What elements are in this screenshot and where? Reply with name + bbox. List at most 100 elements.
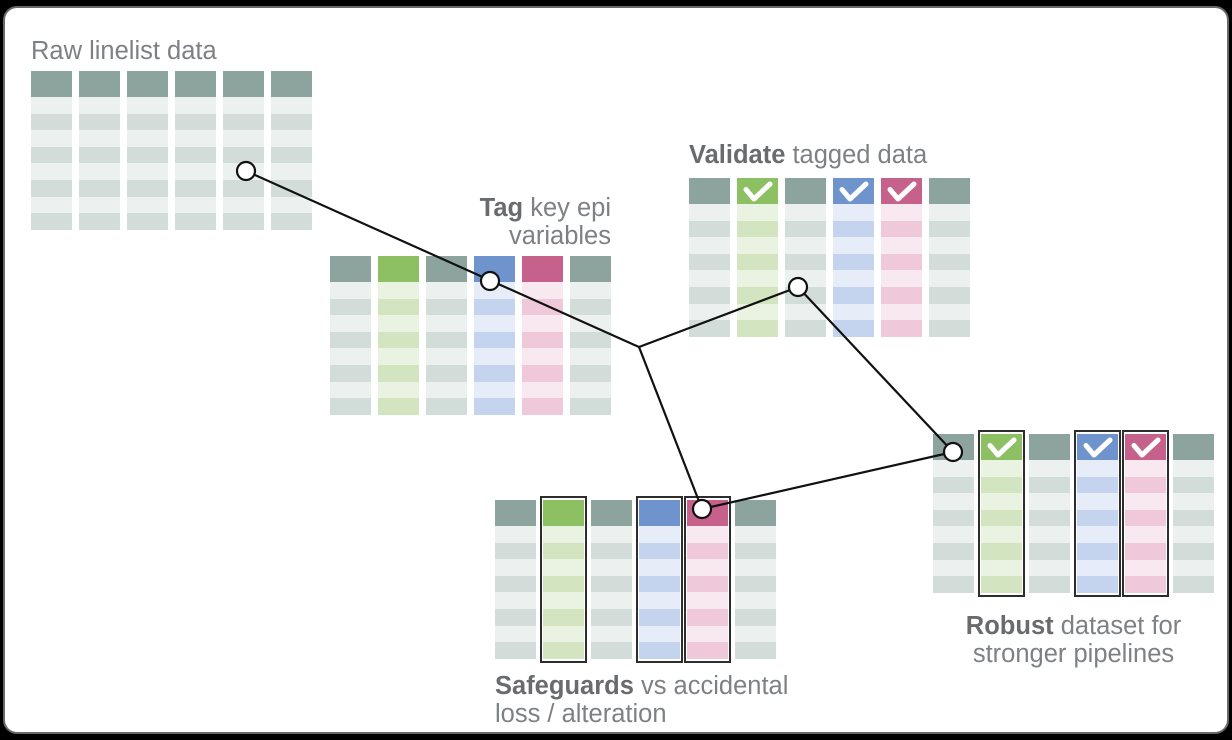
data-cell	[426, 381, 467, 399]
data-cell	[79, 163, 120, 180]
data-cell	[495, 575, 536, 593]
data-cell	[735, 575, 776, 593]
data-cell	[1029, 542, 1070, 560]
data-cell	[1173, 476, 1214, 494]
data-cell	[881, 237, 922, 254]
data-cell	[426, 398, 467, 415]
data-cell	[981, 542, 1022, 560]
column-highlight-box	[1074, 430, 1121, 597]
header-cell-grey	[785, 178, 826, 204]
data-cell	[127, 130, 168, 147]
data-cell	[1029, 559, 1070, 577]
column-grey	[330, 256, 371, 415]
header-cell-grey	[570, 256, 611, 282]
data-cell	[1029, 460, 1070, 477]
data-cell	[474, 381, 515, 399]
data-cell	[591, 642, 632, 659]
data-cell	[833, 253, 874, 271]
data-cell	[1173, 542, 1214, 560]
column-grey	[127, 71, 168, 230]
data-cell	[378, 298, 419, 316]
data-cell	[785, 320, 826, 337]
data-cell	[1077, 460, 1118, 477]
data-cell	[543, 575, 584, 593]
caption-keyword: Safeguards	[495, 672, 634, 700]
data-cell	[591, 542, 632, 560]
data-cell	[570, 315, 611, 332]
data-cell	[495, 559, 536, 576]
data-cell	[522, 315, 563, 332]
data-cell	[522, 398, 563, 415]
data-cell	[127, 113, 168, 131]
data-cell	[689, 237, 730, 254]
data-cell	[223, 146, 264, 164]
data-cell	[330, 282, 371, 299]
data-cell	[833, 286, 874, 304]
data-cell	[223, 196, 264, 214]
data-cell	[785, 303, 826, 321]
data-cell	[175, 130, 216, 147]
data-cell	[330, 381, 371, 399]
data-cell	[474, 282, 515, 299]
data-cell	[785, 270, 826, 287]
header-cell-grey	[127, 71, 168, 97]
data-cell	[426, 282, 467, 299]
header-cell-grey	[689, 178, 730, 204]
data-cell	[639, 608, 680, 626]
data-cell	[474, 315, 515, 332]
data-cell	[737, 204, 778, 221]
header-cell-green	[378, 256, 419, 282]
data-cell	[687, 625, 728, 643]
data-cell	[929, 253, 970, 271]
table-robust	[933, 430, 1214, 597]
data-cell	[570, 298, 611, 316]
column-pink	[881, 178, 922, 337]
caption-text: loss / alteration	[495, 700, 667, 728]
data-cell	[929, 303, 970, 321]
data-cell	[929, 204, 970, 221]
data-cell	[1125, 460, 1166, 477]
header-cell-grey	[735, 500, 776, 526]
column-highlight-box	[540, 496, 587, 663]
data-cell	[495, 542, 536, 560]
data-cell	[426, 298, 467, 316]
column-grey	[495, 500, 536, 659]
header-cell-grey	[31, 71, 72, 97]
data-cell	[175, 179, 216, 197]
data-cell	[1077, 476, 1118, 494]
data-cell	[223, 97, 264, 114]
data-cell	[175, 146, 216, 164]
header-cell-green	[737, 178, 778, 204]
table-tagged	[330, 256, 611, 415]
data-cell	[79, 113, 120, 131]
header-cell-pink	[1125, 434, 1166, 460]
data-cell	[378, 315, 419, 332]
data-cell	[981, 576, 1022, 593]
data-cell	[495, 592, 536, 609]
data-cell	[735, 608, 776, 626]
data-cell	[933, 542, 974, 560]
data-cell	[981, 559, 1022, 577]
data-cell	[1125, 542, 1166, 560]
data-cell	[735, 642, 776, 659]
data-cell	[175, 196, 216, 214]
data-cell	[1173, 509, 1214, 527]
data-cell	[223, 163, 264, 180]
column-highlight-box	[978, 430, 1025, 597]
data-cell	[474, 364, 515, 382]
data-cell	[570, 331, 611, 349]
data-cell	[378, 381, 419, 399]
data-cell	[689, 220, 730, 238]
data-cell	[639, 559, 680, 576]
column-grey	[31, 71, 72, 230]
column-blue	[474, 256, 515, 415]
data-cell	[79, 130, 120, 147]
column-highlight-box	[684, 496, 731, 663]
data-cell	[881, 204, 922, 221]
data-cell	[1173, 576, 1214, 593]
header-cell-pink	[881, 178, 922, 204]
data-cell	[127, 163, 168, 180]
